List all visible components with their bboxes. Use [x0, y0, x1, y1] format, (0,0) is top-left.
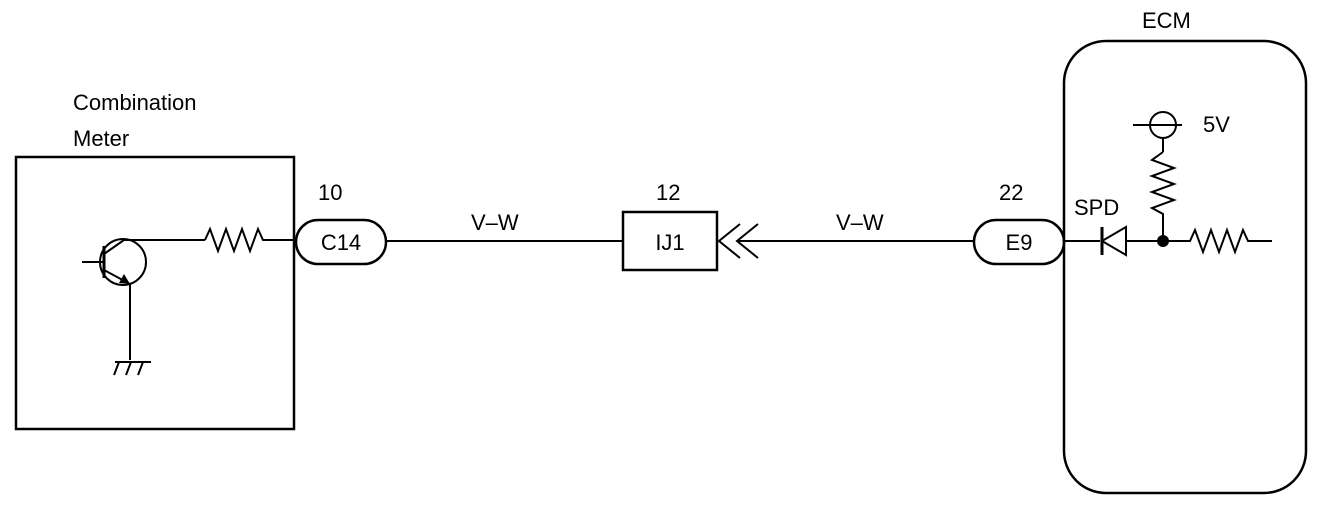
connector-e9-pin: 22	[999, 180, 1023, 205]
combination-meter-box	[14, 155, 296, 431]
voltage-source-icon	[1133, 111, 1182, 152]
resistor-icon	[204, 226, 296, 254]
supply-voltage-label: 5V	[1203, 112, 1230, 137]
connector-c14: 10 C14	[294, 180, 388, 266]
combination-meter-label-line1: Combination	[73, 90, 197, 115]
diode-icon	[1064, 225, 1163, 257]
ecm: ECM 5V SPD	[1062, 8, 1308, 495]
ground-icon	[113, 361, 151, 376]
transistor-icon	[82, 238, 205, 360]
pull-up-resistor-icon	[1149, 151, 1177, 241]
junction-ij1-box	[621, 210, 719, 272]
signal-label: SPD	[1074, 195, 1119, 220]
wire-left-color-code: V–W	[471, 210, 519, 235]
ecm-label: ECM	[1142, 8, 1191, 33]
connector-chevron-icon	[717, 223, 741, 259]
junction-ij1-name: IJ1	[655, 230, 684, 255]
connector-e9-name: E9	[1006, 230, 1033, 255]
ecm-box	[1062, 39, 1308, 495]
wire-right-color-code: V–W	[836, 210, 884, 235]
connector-c14-name: C14	[321, 230, 361, 255]
connector-e9: 22 E9	[972, 180, 1066, 266]
junction-ij1: 12 IJ1	[621, 180, 759, 272]
combination-meter: Combination Meter	[14, 90, 296, 431]
combination-meter-label-line2: Meter	[73, 126, 129, 151]
junction-ij1-pin: 12	[656, 180, 680, 205]
series-resistor-icon	[1163, 227, 1272, 255]
connector-c14-pin: 10	[318, 180, 342, 205]
